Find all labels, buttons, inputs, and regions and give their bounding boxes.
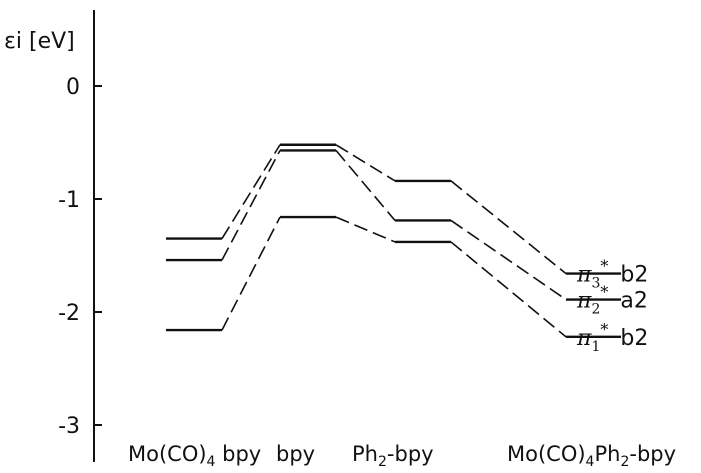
tick-label: -3 bbox=[58, 414, 80, 439]
column-label: Ph2-bpy bbox=[352, 442, 434, 468]
tick-label: -2 bbox=[58, 301, 80, 326]
tick-label: -1 bbox=[58, 188, 80, 213]
level-connector bbox=[450, 241, 567, 338]
axis-layer: εi [eV] 0 -1 -2 -3 bbox=[4, 10, 102, 462]
level-connector bbox=[221, 150, 281, 261]
column-label: Mo(CO)4 bpy bbox=[128, 442, 261, 468]
orbital-label: π3*b2 bbox=[576, 257, 648, 292]
level-connector bbox=[450, 180, 567, 275]
level-connector bbox=[335, 144, 396, 182]
levels-layer bbox=[166, 143, 621, 339]
axis-title: εi [eV] bbox=[4, 29, 75, 54]
level-connector bbox=[450, 219, 567, 301]
tick-label: 0 bbox=[66, 75, 80, 100]
connectors-layer bbox=[221, 144, 567, 338]
column-label: bpy bbox=[276, 442, 315, 466]
level-connector bbox=[335, 149, 396, 221]
orbital-label: π2*a2 bbox=[576, 283, 648, 318]
level-connector bbox=[221, 216, 281, 331]
column-label: Mo(CO)4Ph2-bpy bbox=[507, 442, 676, 468]
level-connector bbox=[221, 144, 281, 239]
level-connector bbox=[335, 216, 396, 243]
orbital-label: π1*b2 bbox=[576, 320, 648, 355]
